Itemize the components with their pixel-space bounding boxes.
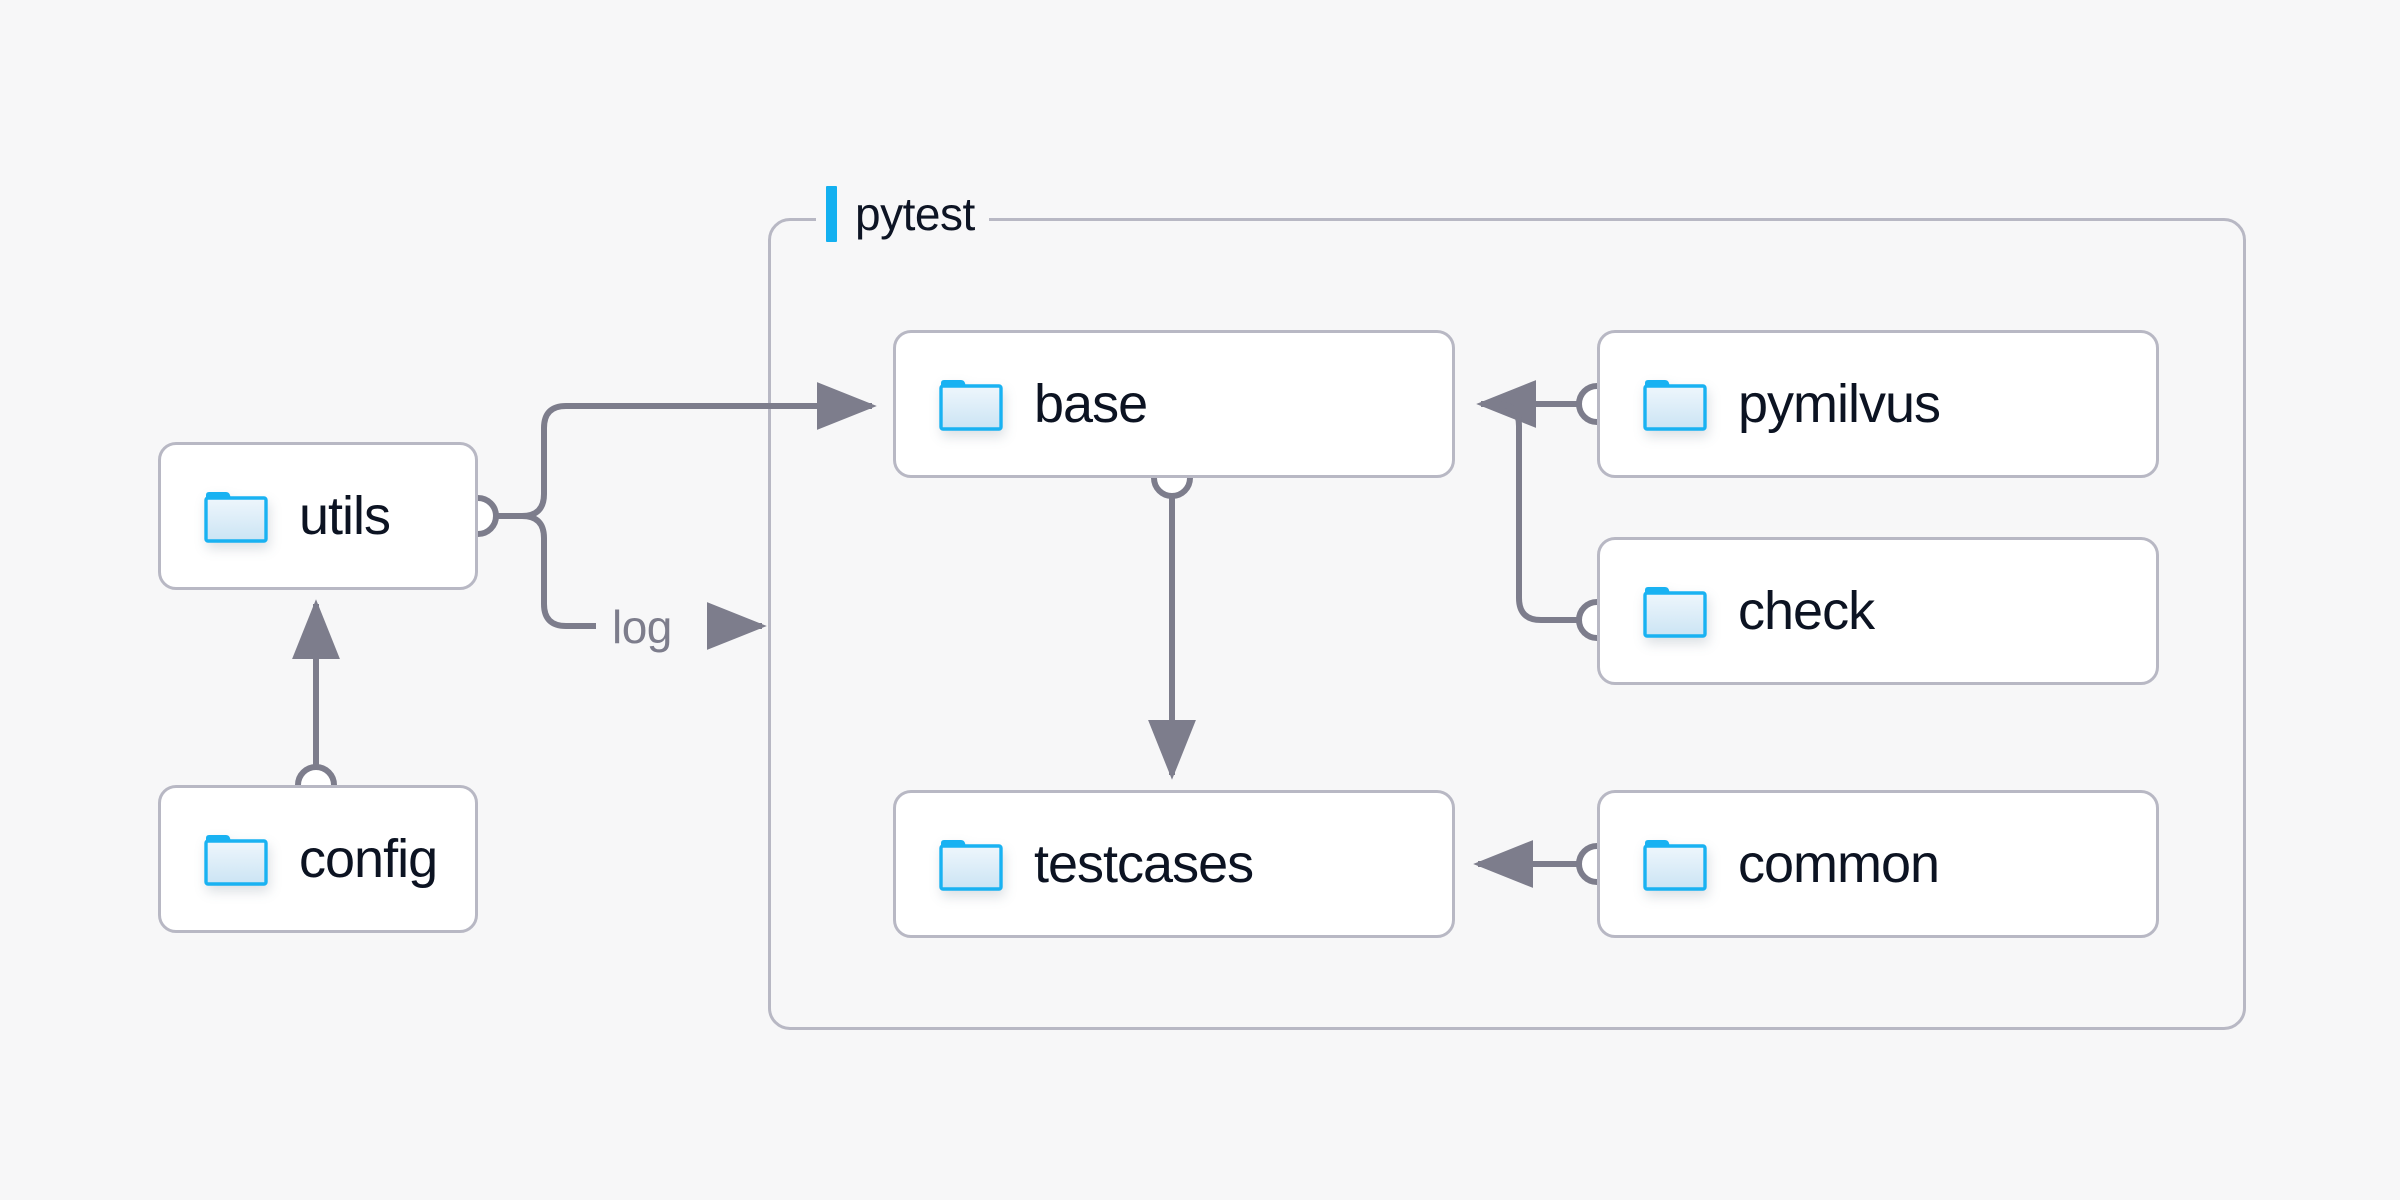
folder-icon [203, 488, 269, 544]
node-utils[interactable]: utils [158, 442, 478, 590]
node-label: check [1738, 581, 1875, 641]
group-label-pytest: pytest [816, 186, 989, 242]
group-accent-bar [826, 186, 837, 242]
edge-config-to-utils [292, 599, 340, 806]
node-config[interactable]: config [158, 785, 478, 933]
node-testcases[interactable]: testcases [893, 790, 1455, 938]
node-common[interactable]: common [1597, 790, 2159, 938]
node-label: pymilvus [1738, 374, 1941, 434]
folder-icon [203, 831, 269, 887]
folder-icon [1642, 836, 1708, 892]
node-label: testcases [1034, 834, 1254, 894]
folder-icon [1642, 583, 1708, 639]
node-label: config [299, 829, 438, 889]
folder-icon [938, 376, 1004, 432]
node-label: base [1034, 374, 1148, 434]
group-label-text: pytest [855, 188, 975, 240]
node-check[interactable]: check [1597, 537, 2159, 685]
node-label: utils [299, 486, 391, 546]
group-frame-pytest [768, 218, 2246, 1030]
node-pymilvus[interactable]: pymilvus [1597, 330, 2159, 478]
node-label: common [1738, 834, 1940, 894]
folder-icon [938, 836, 1004, 892]
node-base[interactable]: base [893, 330, 1455, 478]
folder-icon [1642, 376, 1708, 432]
edge-label-log: log [612, 601, 672, 653]
